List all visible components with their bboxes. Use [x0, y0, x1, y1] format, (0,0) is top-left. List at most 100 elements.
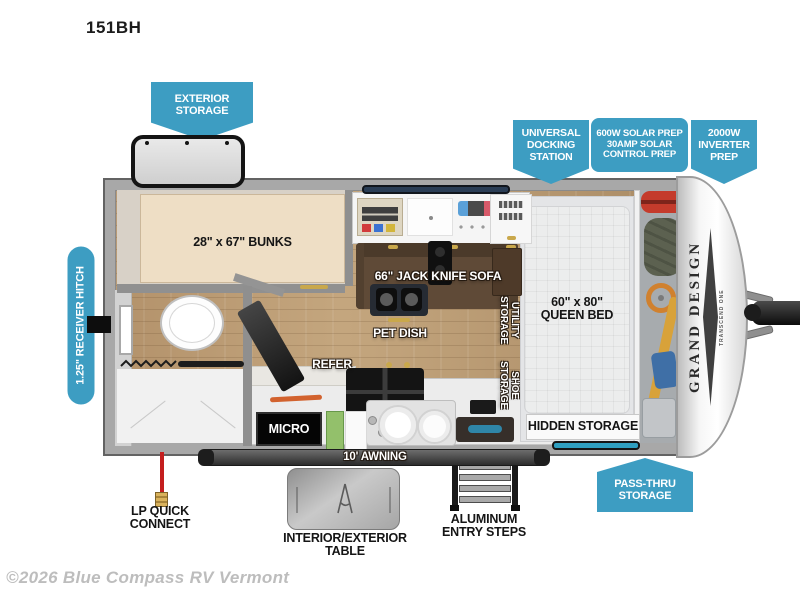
portable-table	[287, 468, 400, 530]
table-label: INTERIOR/EXTERIOR TABLE	[283, 531, 407, 559]
steps-label-line: ALUMINUM	[450, 512, 518, 526]
entry-step-well	[470, 400, 496, 414]
pet-dish-label: PET DISH	[373, 326, 427, 340]
callout-line: 30AMP SOLAR	[606, 138, 673, 150]
lp-quick-connect-label: LP QUICK CONNECT	[110, 504, 210, 531]
cabinet-pull	[448, 245, 458, 249]
cabinet-pull	[507, 236, 516, 240]
console-buttons	[456, 224, 496, 230]
callout-line: STORAGE	[618, 490, 672, 502]
cabinet-knob	[429, 216, 433, 220]
drawer-handle	[300, 285, 328, 289]
wheel-hub	[658, 295, 664, 301]
cutting-board-white	[345, 411, 367, 451]
awning-end-cap	[198, 449, 214, 466]
grand-design-logo	[703, 228, 718, 406]
callout-solar-prep: 600W SOLAR PREP 30AMP SOLAR CONTROL PREP	[591, 118, 688, 172]
shoe-storage-line: SHOE	[509, 371, 520, 399]
shower-door-track	[178, 361, 244, 367]
step-foot	[450, 505, 459, 511]
shower-curtain-zigzag	[120, 359, 177, 368]
cabinet-panel	[407, 198, 453, 236]
lp-brass-fitting	[155, 492, 168, 507]
refer-label: REFER	[312, 357, 352, 371]
pet-bowl	[401, 288, 422, 311]
game-piece	[386, 224, 395, 232]
cabinet-pull	[506, 245, 516, 249]
toilet-lid	[169, 303, 215, 343]
callout-line: DOCKING	[526, 139, 576, 152]
partition-wall	[345, 190, 353, 286]
callout-line: 600W SOLAR PREP	[596, 128, 683, 140]
exterior-storage-hatch	[131, 135, 245, 188]
callout-line: STATION	[529, 150, 573, 163]
speaker-box	[428, 241, 452, 285]
sofa-label: 66" JACK KNIFE SOFA	[374, 269, 502, 283]
table-mark	[389, 487, 391, 513]
callout-inverter-prep: 2000W INVERTER PREP	[691, 120, 757, 184]
callout-line: PASS-THRU	[614, 477, 676, 490]
bunk-front-wall	[117, 284, 345, 293]
game-box	[362, 207, 398, 221]
entry-steps-label: ALUMINUM ENTRY STEPS	[430, 512, 538, 540]
entry-steps	[450, 461, 520, 511]
hinge-dot	[225, 141, 229, 145]
hinge-dot	[185, 141, 189, 145]
stored-sleeping-bag	[644, 218, 682, 276]
stove-knob	[386, 362, 392, 368]
bay-frame	[634, 190, 640, 443]
callout-line: CONTROL PREP	[603, 149, 676, 161]
floorplan-model-title: 151BH	[86, 18, 142, 37]
mat-accent	[468, 425, 502, 433]
stove-knob	[404, 362, 410, 368]
step-rail	[452, 461, 458, 507]
overhead-cabinet	[490, 194, 532, 244]
manufacturer-name: GRAND DESIGN	[687, 240, 703, 394]
utility-storage-line: UTILITY	[509, 301, 520, 339]
shoe-storage-label: SHOE STORAGE	[493, 355, 521, 415]
queen-bed-line: 60" x 80"	[551, 295, 603, 309]
callout-line: PREP	[710, 150, 738, 163]
callout-line: EXTERIOR	[174, 92, 230, 105]
rear-receiver-hitch	[87, 316, 111, 333]
callout-pass-thru-storage: PASS-THRU STORAGE	[597, 458, 693, 512]
queen-bed-label: 60" x 80" QUEEN BED	[524, 295, 630, 323]
callout-line: STORAGE	[175, 105, 229, 117]
utility-storage-label: UTILITY STORAGE	[493, 290, 521, 350]
dealer-watermark: ©2026 Blue Compass RV Vermont	[6, 568, 290, 587]
lp-connect-line	[160, 452, 164, 494]
stored-gear-gray	[642, 398, 676, 438]
plate	[417, 409, 452, 444]
awning-end-cap	[534, 449, 550, 466]
callout-exterior-storage: EXTERIOR STORAGE	[151, 82, 253, 140]
steps-label-line: ENTRY STEPS	[442, 525, 526, 540]
speaker-cone	[435, 247, 445, 257]
sofa-arm	[356, 243, 364, 309]
toilet	[160, 295, 224, 351]
game-piece	[374, 224, 383, 232]
stored-item	[499, 213, 523, 220]
hidden-storage-panel: HIDDEN STORAGE	[526, 414, 640, 440]
game-piece	[362, 224, 371, 232]
step-foot	[511, 505, 520, 511]
step-tread	[459, 474, 511, 481]
callout-line: INVERTER	[698, 139, 750, 152]
entry-door-mat	[456, 417, 514, 442]
cabinet-pull	[388, 245, 398, 249]
queen-mattress	[524, 206, 630, 414]
hinge-dot	[145, 141, 149, 145]
shower-pan	[117, 369, 243, 443]
pet-bowl	[376, 288, 397, 311]
lp-label-line: LP QUICK	[131, 504, 189, 518]
queen-bed-line: QUEEN BED	[540, 308, 614, 323]
compass-logo	[337, 483, 353, 514]
pet-dish	[370, 284, 428, 316]
speaker-cone	[435, 265, 445, 275]
bathroom-partition-wall	[243, 286, 252, 446]
window-strip	[362, 185, 510, 194]
stored-item	[499, 201, 523, 208]
bunk-mattress	[140, 194, 345, 283]
bed-step-mat	[552, 441, 640, 450]
step-rail	[512, 461, 518, 507]
drawer-handle	[388, 318, 410, 322]
